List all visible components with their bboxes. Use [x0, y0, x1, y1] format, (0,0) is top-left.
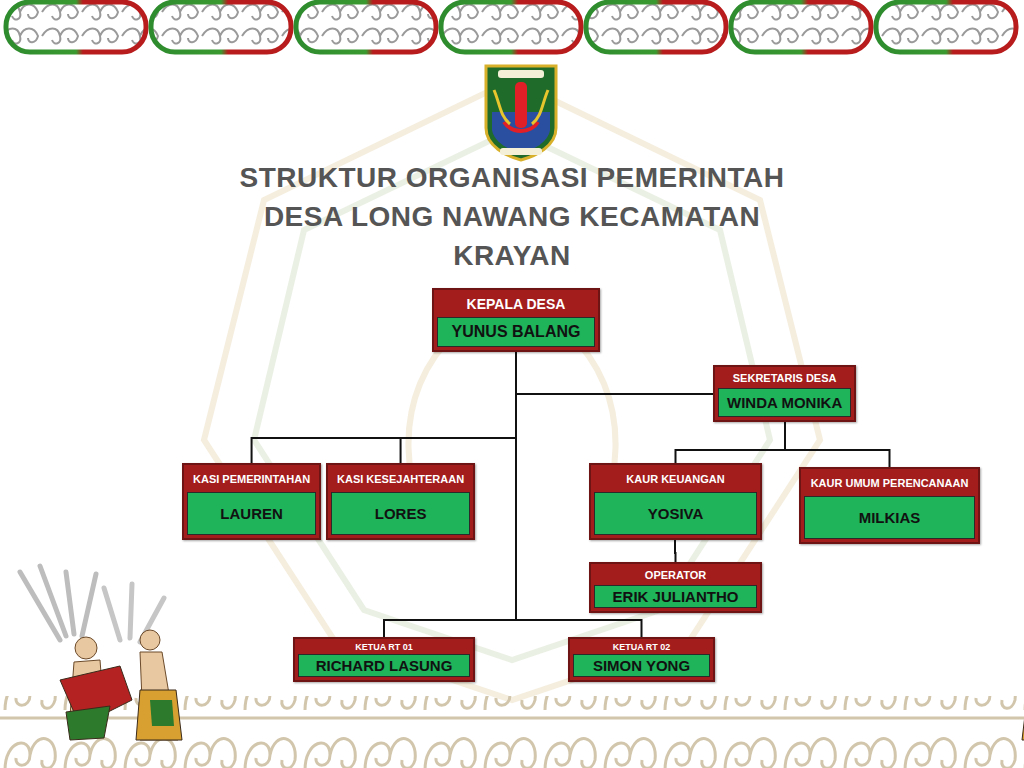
- person-name: YOSIVA: [594, 492, 757, 535]
- connector-line: [674, 540, 677, 562]
- emblem: [486, 66, 556, 160]
- org-box: KASI PEMERINTAHANLAUREN: [182, 463, 321, 540]
- dancer-figure: [20, 566, 182, 740]
- border-ornament: [151, 2, 291, 52]
- person-name: LAUREN: [187, 492, 316, 535]
- person-name: ERIK JULIANTHO: [594, 585, 757, 608]
- org-box: KETUA RT 01RICHARD LASUNG: [293, 637, 475, 682]
- person-name: MILKIAS: [804, 496, 975, 539]
- org-box: KEPALA DESAYUNUS BALANG: [432, 288, 600, 352]
- border-ornament: [441, 2, 581, 52]
- position-title: KETUA RT 02: [573, 639, 710, 654]
- org-box: SEKRETARIS DESAWINDA MONIKA: [713, 365, 856, 422]
- org-box: KAUR KEUANGANYOSIVA: [589, 463, 762, 540]
- border-ornament: [731, 2, 871, 52]
- person-name: SIMON YONG: [573, 654, 710, 677]
- org-box: KAUR UMUM PERENCANAANMILKIAS: [799, 467, 980, 544]
- person-name: LORES: [331, 492, 470, 535]
- position-title: KASI KESEJAHTERAAN: [331, 465, 470, 492]
- position-title: KETUA RT 01: [298, 639, 470, 654]
- connector-line: [516, 352, 713, 394]
- org-box: OPERATORERIK JULIANTHO: [589, 562, 762, 613]
- connector-line: [785, 422, 890, 467]
- position-title: KAUR KEUANGAN: [594, 465, 757, 492]
- border-ornament: [6, 2, 146, 52]
- position-title: KAUR UMUM PERENCANAAN: [804, 469, 975, 496]
- person-name: YUNUS BALANG: [437, 317, 595, 347]
- position-title: OPERATOR: [594, 564, 757, 585]
- border-ornament: [876, 2, 1016, 52]
- org-box: KASI KESEJAHTERAANLORES: [326, 463, 475, 540]
- position-title: KASI PEMERINTAHAN: [187, 465, 316, 492]
- person-name: WINDA MONIKA: [718, 388, 851, 417]
- connector-line: [252, 352, 516, 463]
- connector-line: [401, 352, 516, 463]
- border-ornament: [586, 2, 726, 52]
- position-title: SEKRETARIS DESA: [718, 367, 851, 388]
- org-box: KETUA RT 02SIMON YONG: [568, 637, 715, 682]
- connector-line: [676, 422, 786, 463]
- person-name: RICHARD LASUNG: [298, 654, 470, 677]
- border-ornament: [296, 2, 436, 52]
- position-title: KEPALA DESA: [437, 290, 595, 317]
- chart-title: STRUKTUR ORGANISASI PEMERINTAH DESA LONG…: [212, 158, 812, 275]
